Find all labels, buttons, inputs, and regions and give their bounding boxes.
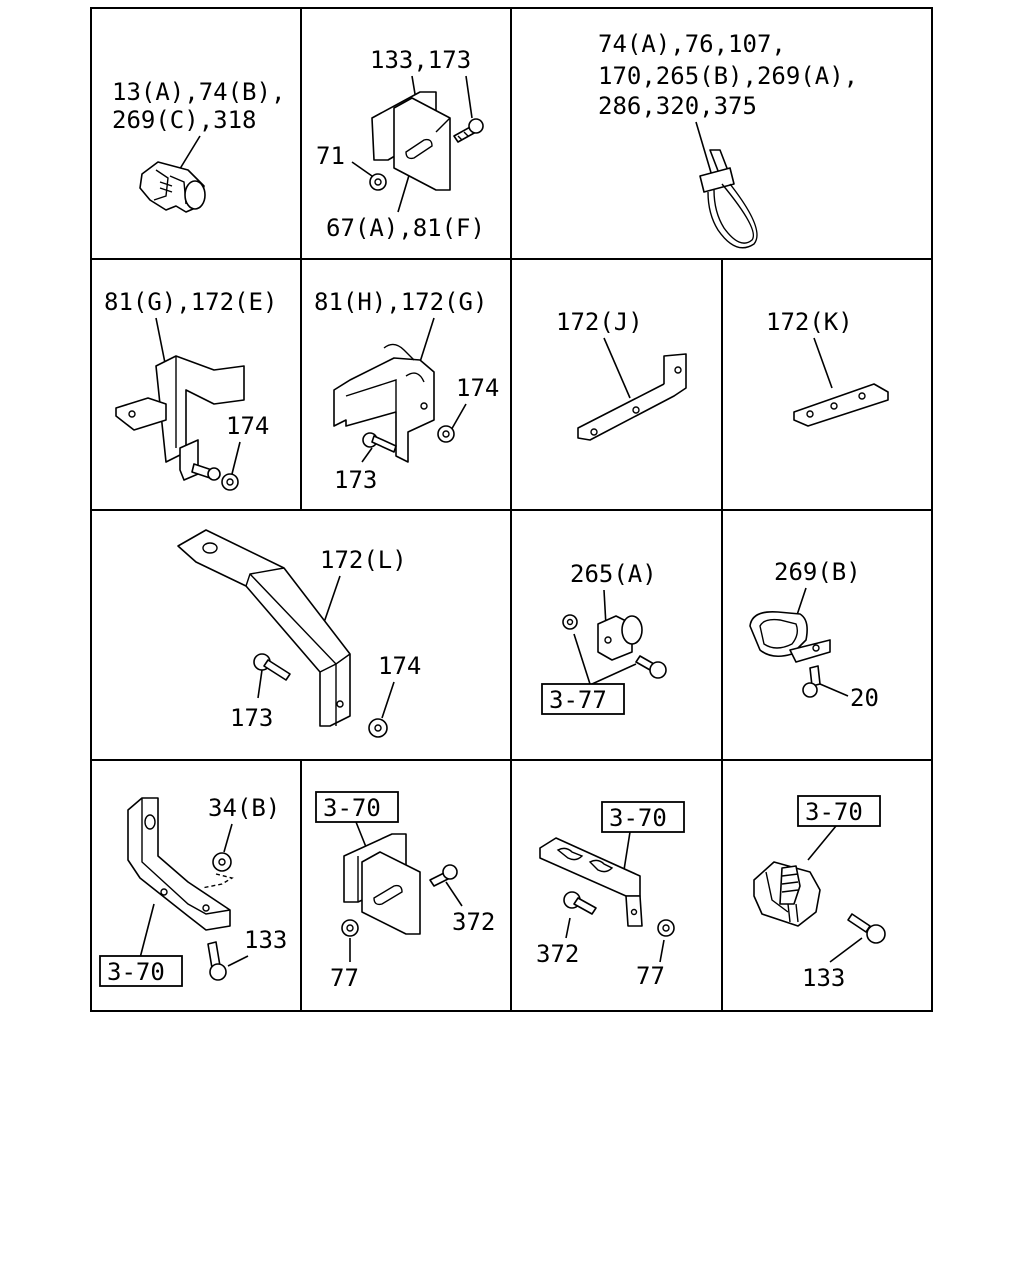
cell9-label-title: 265(A) [570,560,657,588]
bracket-34b-part [127,797,231,931]
cell-bracket-81g: 81(G),172(E) 174 [104,288,277,491]
cell-bracket-34b: 34(B) 133 3-70 [99,794,287,987]
clamp-133-part [753,861,821,927]
bolt-372-a [429,864,458,887]
ref-box-3-70-c[interactable]: 3-70 [601,801,685,833]
bracket-81g-part [115,355,245,481]
cell-clamp-133: 3-70 133 [753,795,886,992]
nut-172l [368,718,388,738]
nut-77-a [341,919,359,937]
cell1-label-line1: 13(A),74(B), [112,78,285,106]
ref-box-3-70-a[interactable]: 3-70 [99,955,183,987]
ref-3-70-b-label: 3-70 [323,794,381,822]
cell-clamp-265a: 265(A) 3-77 [541,560,667,715]
cell-bracket-67a: 133,173 71 67(A),81(F) [316,46,485,242]
cable-tie-part [699,149,758,249]
ref-box-3-70-b[interactable]: 3-70 [315,791,399,823]
ref-3-70-c-label: 3-70 [609,804,667,832]
clamp-265a-part [597,615,643,661]
nut-81g [221,473,239,491]
cell13-label-bolt: 372 [536,940,579,968]
cell-cable-tie: 74(A),76,107, 170,265(B),269(A), 286,320… [598,30,858,249]
clamp-269b-part [749,610,831,663]
cell2-label-top: 133,173 [370,46,471,74]
nut-part [369,173,387,191]
cell2-label-bottom: 67(A),81(F) [326,214,485,242]
nut-34b [212,852,232,872]
cell6-label-title: 172(J) [556,308,643,336]
cell2-label-left: 71 [316,142,345,170]
cell11-label-bolt: 133 [244,926,287,954]
cell-clamp-269b: 269(B) 20 [749,558,879,712]
bracket-81h-part [333,343,435,463]
strap-172j-part [577,353,687,441]
bracket-372-b-part [539,837,643,927]
bolt-34b [207,941,227,981]
clamp-265a-nut [562,614,578,630]
bolt-133-d [847,913,886,944]
nut-77-b [657,919,675,937]
bolt-372-b [563,891,597,915]
cell8-label-nut: 174 [378,652,421,680]
cell4-label-nut: 174 [226,412,269,440]
ref-3-77-label: 3-77 [549,686,607,714]
cell3-label-line2: 170,265(B),269(A), [598,62,858,90]
ref-3-70-d-label: 3-70 [805,798,863,826]
bolt-172l [253,653,291,681]
cell-clip-13a: 13(A),74(B), 269(C),318 [112,78,285,213]
cell3-label-line3: 286,320,375 [598,92,757,120]
cell10-label-bolt: 20 [850,684,879,712]
cell12-label-bolt: 372 [452,908,495,936]
cell5-label-bolt: 173 [334,466,377,494]
ref-box-3-77[interactable]: 3-77 [541,683,625,715]
cell-strap-172k: 172(K) [766,308,889,427]
ref-box-3-70-d[interactable]: 3-70 [797,795,881,827]
bolt-81g [191,463,221,481]
bolt-part [453,118,484,143]
cell-strap-172j: 172(J) [556,308,687,441]
cell-bracket-372-b: 3-70 372 77 [536,801,685,990]
clamp-265a-bolt [635,655,667,679]
cell7-label-title: 172(K) [766,308,853,336]
clip-part [139,161,206,213]
cell8-label-title: 172(L) [320,546,407,574]
cell-bracket-172l: 172(L) 174 173 [177,529,421,738]
ref-3-70-a-label: 3-70 [107,958,165,986]
cell3-label-line1: 74(A),76,107, [598,30,786,58]
cell11-label-nut: 34(B) [208,794,280,822]
bracket-part [371,91,451,191]
cell1-label-line2: 269(C),318 [112,106,257,134]
cell8-label-bolt: 173 [230,704,273,732]
cell10-label-title: 269(B) [774,558,861,586]
cell13-label-nut: 77 [636,962,665,990]
cell14-label-bolt: 133 [802,964,845,992]
cell5-label-nut: 174 [456,374,499,402]
clamp-269b-bolt [802,665,821,698]
bolt-81h [362,432,397,453]
cell12-label-nut: 77 [330,964,359,992]
bracket-372-a-part [343,833,421,935]
cell-bracket-81h: 81(H),172(G) 174 173 [314,288,499,494]
nut-81h [437,425,455,443]
grid-frame [90,7,933,1012]
strap-172k-part [793,383,889,427]
cell-bracket-372-a: 3-70 372 77 [315,791,495,992]
cell4-label-title: 81(G),172(E) [104,288,277,316]
bracket-172l-part [177,529,351,727]
cell5-label-title: 81(H),172(G) [314,288,487,316]
